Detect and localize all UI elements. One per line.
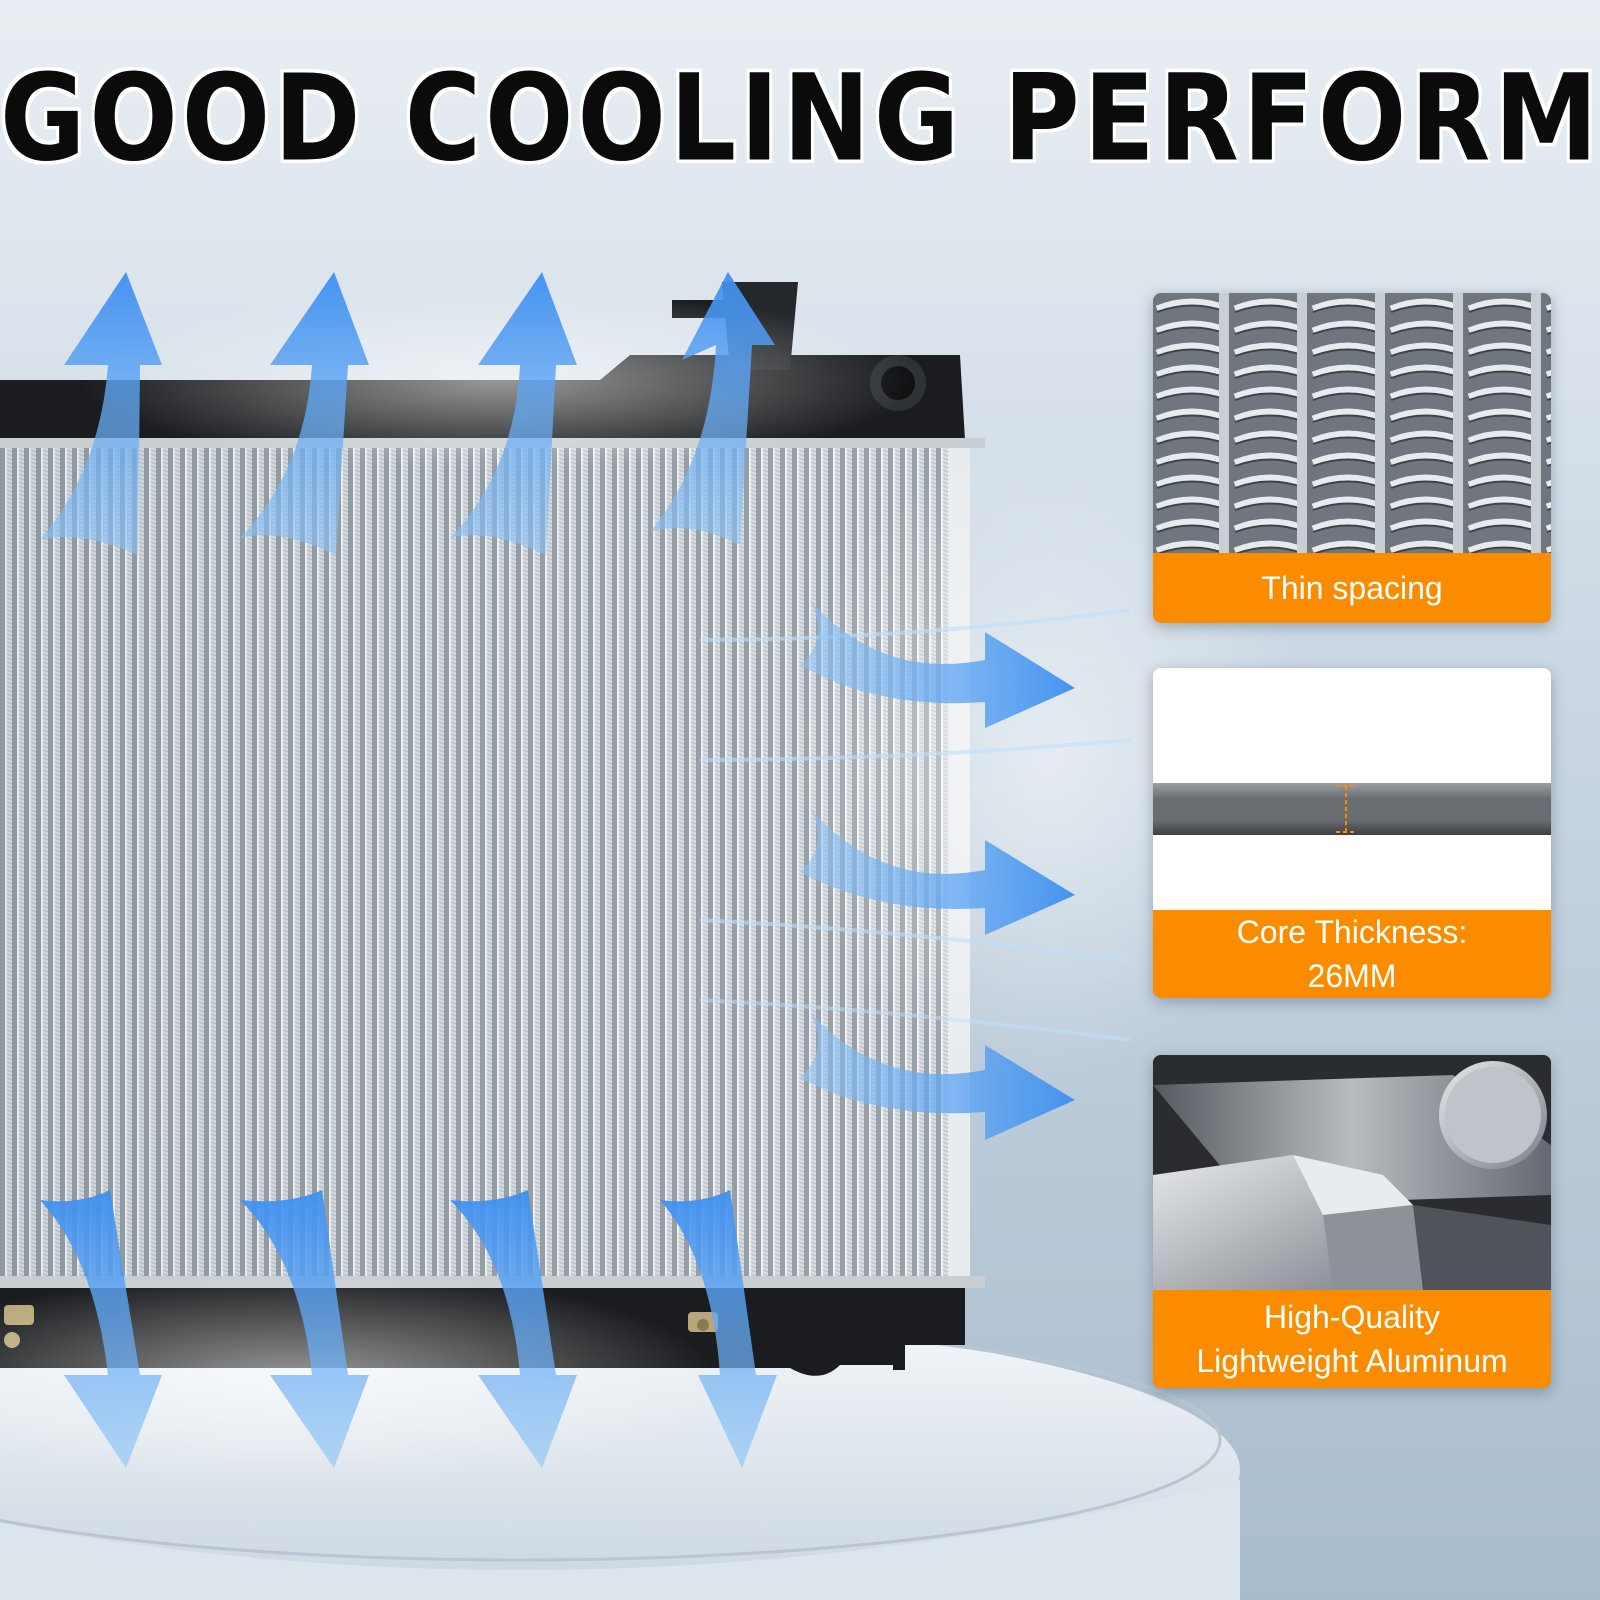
feature-label-line: High-Quality — [1263, 1299, 1441, 1335]
airflow-down-arrow-icon — [450, 1190, 577, 1468]
airflow-up-arrow-icon — [450, 272, 577, 555]
aluminum-bars-image — [1153, 1055, 1551, 1290]
feature-label-line: Thin spacing — [1261, 570, 1443, 606]
airflow-right-arrow-icon — [800, 808, 1075, 935]
feature-label: High-Quality Lightweight Aluminum — [1153, 1290, 1551, 1388]
airflow-up-arrow-icon — [40, 272, 162, 555]
fin-closeup-image — [1153, 293, 1551, 553]
airflow-up-arrow-icon — [650, 272, 775, 545]
airflow-down-arrow-icon — [240, 1190, 369, 1468]
aluminum-bars-icon — [1153, 1055, 1551, 1290]
page-title: GOOD COOLING PERFORMANCE — [0, 48, 1600, 189]
airflow-up-arrow-icon — [240, 272, 369, 555]
feature-label-line: Core Thickness: — [1236, 914, 1468, 950]
feature-label-line: Lightweight Aluminum — [1196, 1343, 1508, 1379]
feature-label: Thin spacing — [1153, 553, 1551, 623]
airflow-up-arrows — [40, 272, 775, 555]
feature-card-core-thickness: Core Thickness: 26MM — [1153, 668, 1551, 998]
core-tube-icon — [1153, 668, 1551, 910]
airflow-down-arrow-icon — [660, 1190, 777, 1468]
airflow-right-arrow-icon — [800, 1012, 1075, 1140]
thickness-indicator-icon — [1336, 785, 1356, 833]
airflow-down-arrow-icon — [40, 1190, 162, 1468]
airflow-right-arrow-icon — [800, 600, 1075, 728]
feature-card-thin-spacing: Thin spacing — [1153, 293, 1551, 623]
fin-pattern-icon — [1153, 293, 1551, 553]
feature-label-line: 26MM — [1307, 958, 1397, 994]
airflow-down-arrows — [40, 1190, 777, 1468]
feature-label: Core Thickness: 26MM — [1153, 910, 1551, 998]
feature-card-aluminum: High-Quality Lightweight Aluminum — [1153, 1055, 1551, 1388]
core-tube-image — [1153, 668, 1551, 910]
airflow-right-arrows — [800, 600, 1075, 1140]
drain-fitting-right — [688, 1312, 718, 1332]
radiator-core — [0, 438, 985, 1288]
